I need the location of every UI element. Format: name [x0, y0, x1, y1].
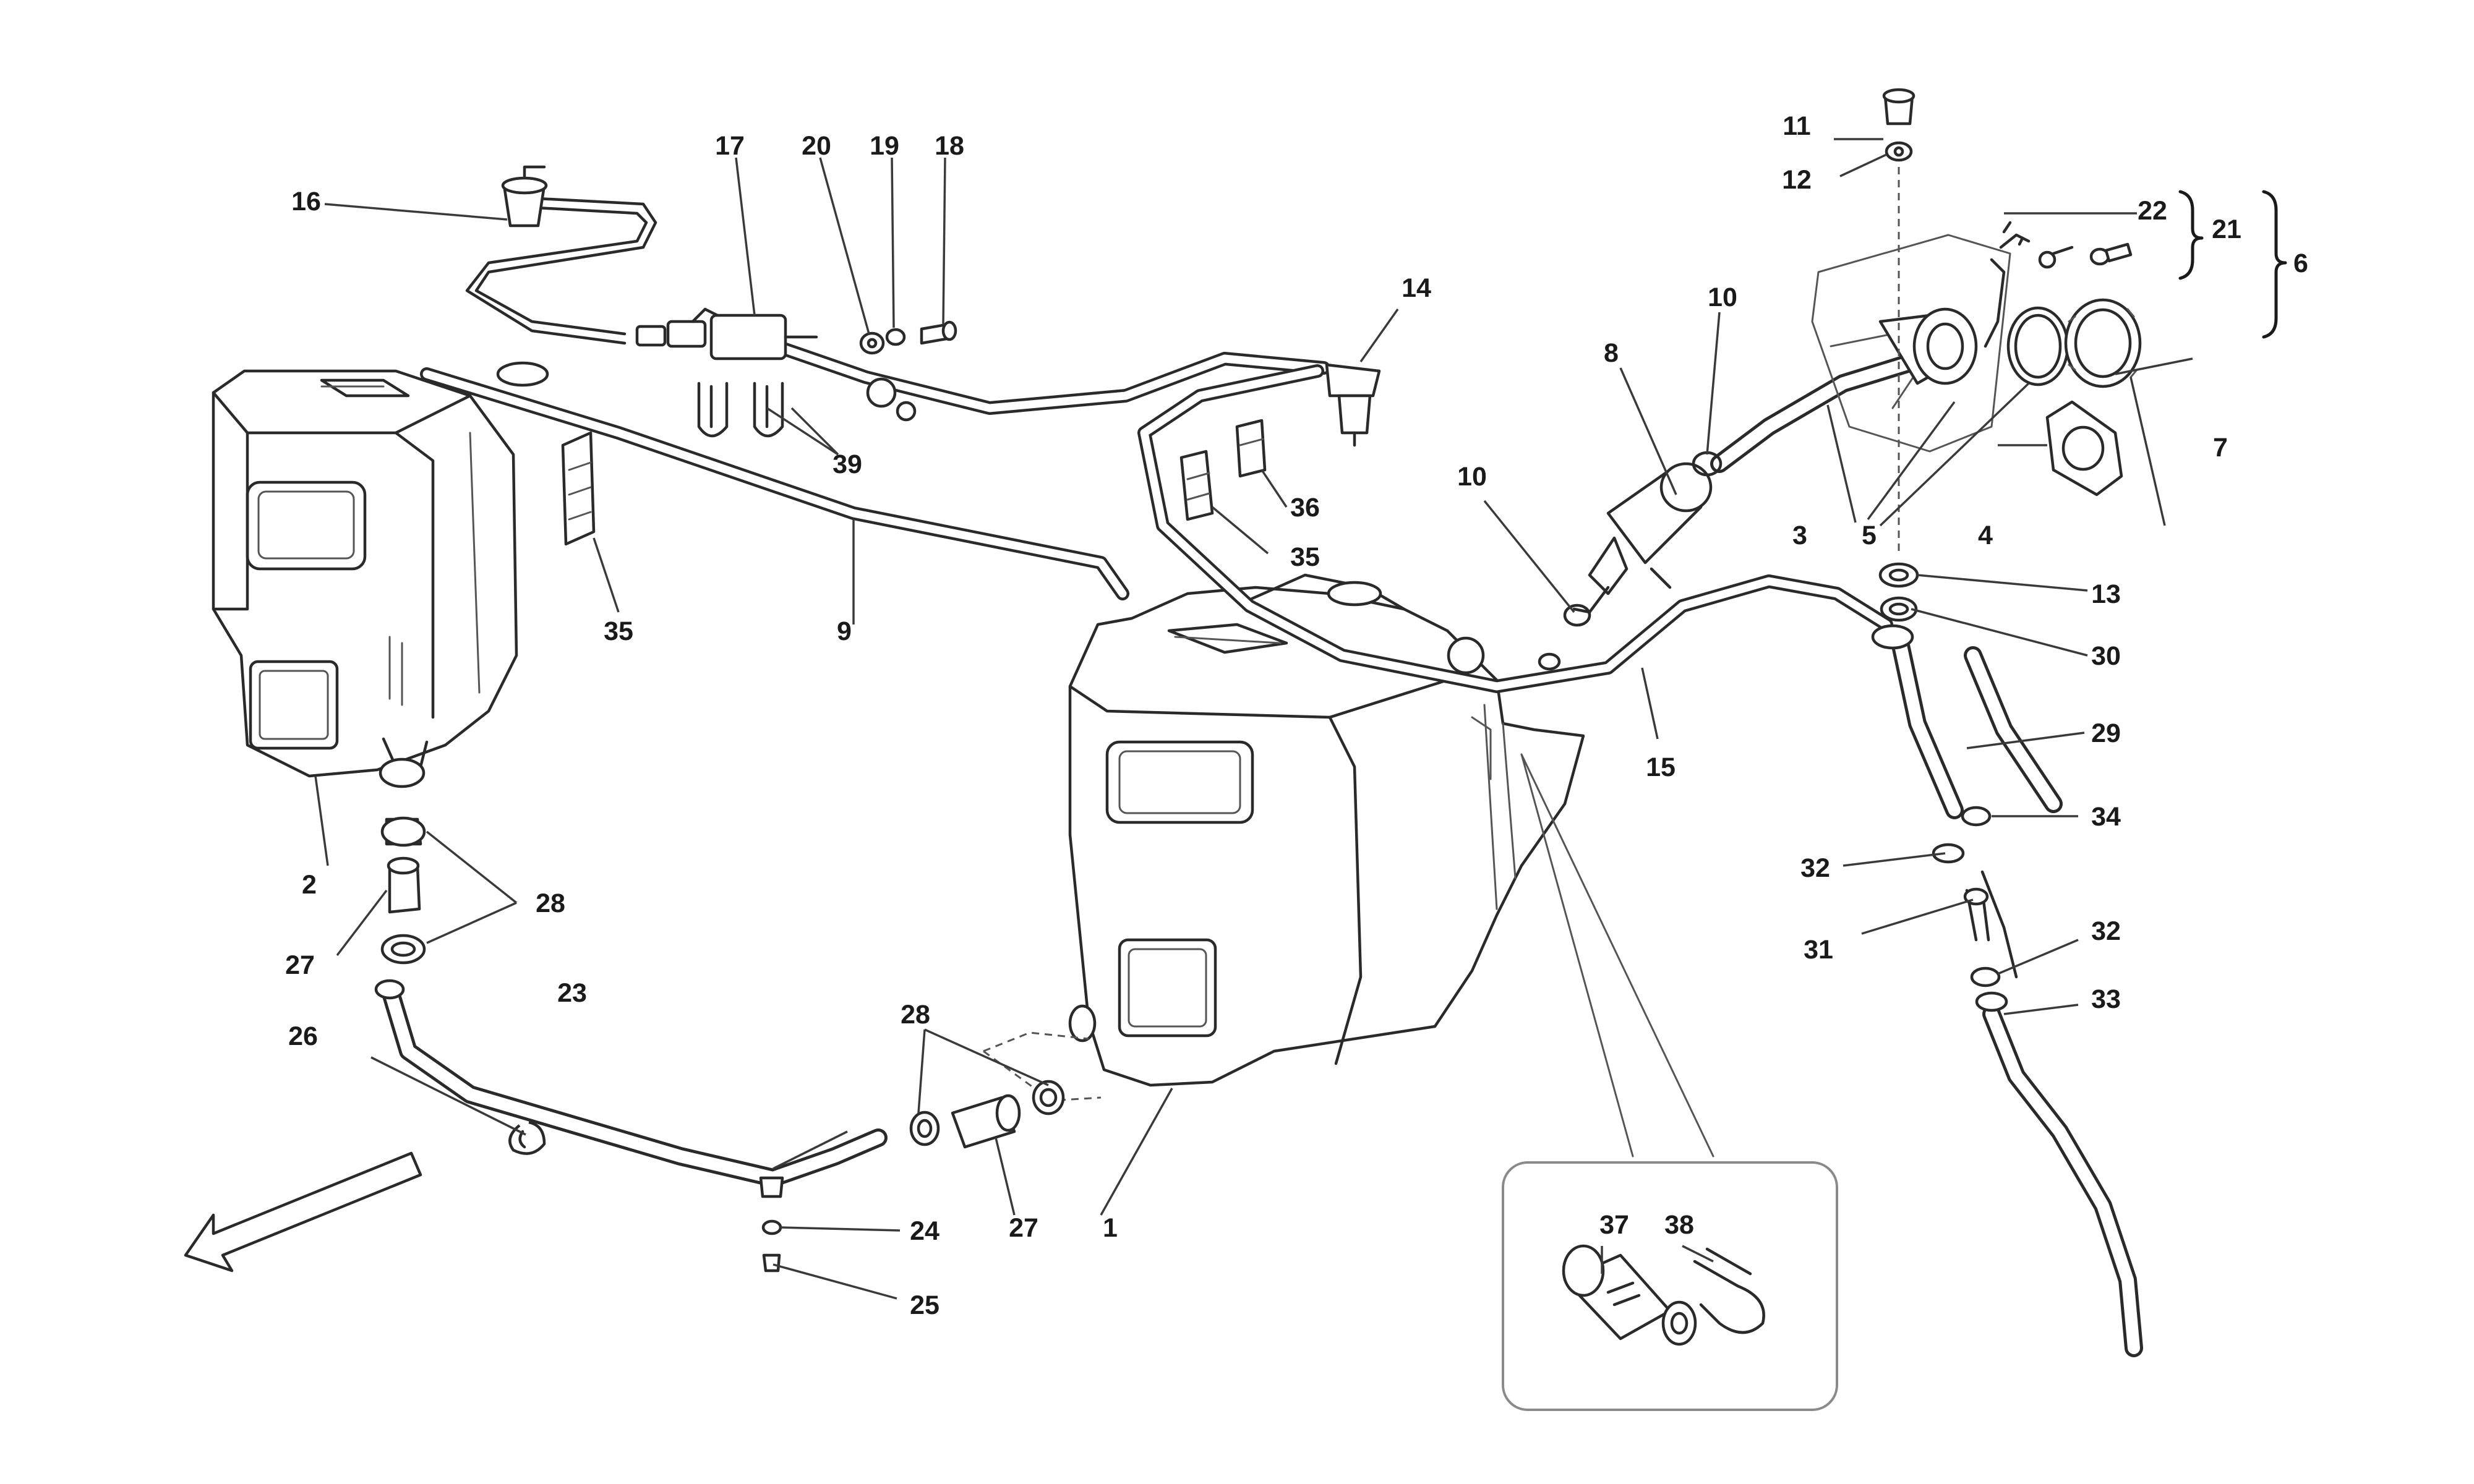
- callout-30: 30: [2091, 641, 2121, 671]
- part-37-connector: [1562, 1244, 1697, 1346]
- callout-12: 12: [1782, 165, 1812, 195]
- callout-32b: 32: [2091, 916, 2121, 946]
- part-35-36-clips: [561, 419, 1267, 546]
- part-26-clip: [508, 1120, 546, 1155]
- callout-27a: 27: [285, 950, 315, 980]
- part-16-vent-valve: [501, 165, 548, 228]
- callout-16: 16: [291, 187, 321, 216]
- callout-32a: 32: [1800, 853, 1830, 883]
- callout-38: 38: [1664, 1210, 1694, 1240]
- direction-arrow-icon: [184, 1151, 422, 1273]
- callout-18: 18: [935, 131, 964, 161]
- part-11-12-13-30-hardware: [1871, 88, 1919, 650]
- components: [374, 88, 2142, 1273]
- part-17-valve: [635, 307, 917, 422]
- callout-23: 23: [557, 978, 587, 1008]
- callout-22: 22: [2138, 196, 2167, 226]
- callout-26: 26: [288, 1021, 318, 1051]
- callout-14: 14: [1402, 273, 1431, 303]
- part-38-clip: [1693, 1247, 1765, 1334]
- callout-13: 13: [2091, 579, 2121, 609]
- callout-19: 19: [870, 131, 899, 161]
- callout-3: 3: [1792, 521, 1807, 550]
- callout-20: 20: [802, 131, 831, 161]
- callout-10b: 10: [1457, 462, 1487, 492]
- part-24-25-bolt: [759, 1176, 784, 1273]
- callout-11: 11: [1783, 111, 1810, 141]
- filler-neck-assembly: [1811, 221, 2142, 497]
- callout-6: 6: [2293, 249, 2308, 278]
- callout-29: 29: [2091, 719, 2121, 748]
- callout-37: 37: [1599, 1210, 1629, 1240]
- callout-35a: 35: [604, 616, 633, 646]
- callout-labels: 1 2 3 4 5 6 7 8 9 10 10 11 12 13 14 15 1…: [285, 111, 2308, 1320]
- callout-34: 34: [2091, 802, 2121, 832]
- callout-17: 17: [715, 131, 745, 161]
- part-18-19-20-fasteners: [859, 320, 957, 355]
- callout-2: 2: [302, 870, 317, 900]
- part-39-clips: [697, 382, 784, 438]
- left-fuel-tank: [212, 361, 549, 788]
- callout-36: 36: [1290, 493, 1320, 522]
- callout-5: 5: [1862, 521, 1877, 550]
- callout-31: 31: [1804, 935, 1833, 965]
- hoses: [380, 196, 2143, 1357]
- callout-15: 15: [1646, 753, 1676, 782]
- callout-4: 4: [1978, 521, 1993, 550]
- callout-27b: 27: [1009, 1213, 1038, 1243]
- part-14-sender: [1325, 363, 1381, 447]
- callout-8: 8: [1604, 338, 1619, 368]
- callout-7: 7: [2213, 433, 2228, 463]
- callout-10a: 10: [1708, 283, 1737, 312]
- callout-24: 24: [910, 1216, 940, 1246]
- callout-28a: 28: [536, 889, 565, 918]
- left-tank-fittings: [374, 816, 426, 1000]
- part-8-filter: [1572, 462, 1713, 614]
- callout-25: 25: [910, 1290, 940, 1320]
- right-fuel-tank: [983, 573, 1585, 1102]
- right-tank-fittings: [909, 1080, 1065, 1149]
- part-32-34-clamps: [1932, 806, 2008, 1012]
- callout-33: 33: [2091, 984, 2121, 1014]
- leader-lines: [314, 138, 2287, 1300]
- callout-39: 39: [833, 450, 862, 479]
- callout-28b: 28: [901, 1000, 930, 1030]
- callout-1: 1: [1103, 1213, 1118, 1243]
- callout-35b: 35: [1290, 542, 1320, 572]
- callout-9: 9: [837, 616, 852, 646]
- callout-21: 21: [2212, 215, 2241, 244]
- detail-inset: [1502, 753, 1838, 1411]
